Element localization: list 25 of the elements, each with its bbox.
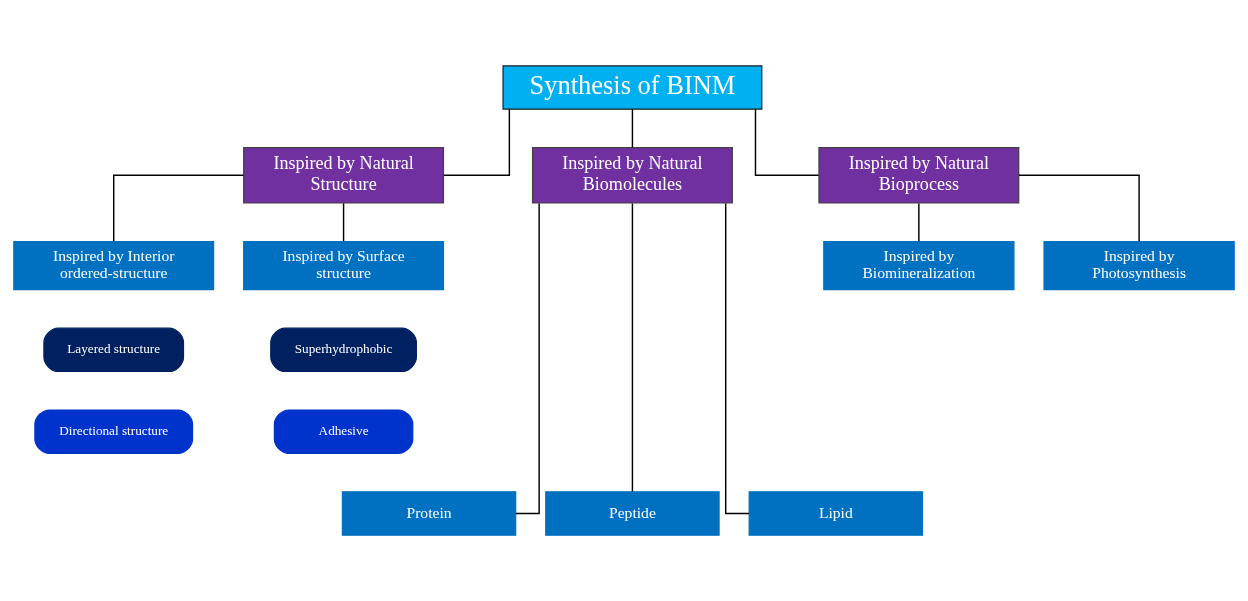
node-box: Superhydrophobic — [270, 327, 417, 373]
node-box: Inspired by Natural Biomolecules — [531, 147, 733, 204]
node-box: Inspired by Biomineralization — [823, 240, 1015, 291]
node-box: Layered structure — [43, 327, 185, 373]
node-box: Inspired by Interior ordered-structure — [13, 240, 215, 291]
node-box: Directional structure — [34, 409, 194, 454]
connector — [725, 202, 750, 515]
node-box: Adhesive — [273, 409, 414, 454]
connector — [631, 108, 634, 149]
node-box: Peptide — [545, 491, 720, 536]
connector — [113, 174, 245, 243]
connector — [443, 108, 511, 177]
node-box: Inspired by Natural Structure — [243, 147, 445, 204]
connector — [515, 202, 540, 515]
connector — [754, 108, 820, 177]
connector — [342, 202, 345, 243]
connector — [918, 202, 920, 243]
connector — [1018, 174, 1140, 243]
connector — [631, 202, 634, 493]
node-box: Protein — [341, 491, 517, 536]
node-box: Inspired by Natural Bioprocess — [818, 147, 1020, 204]
node-box: Inspired by Surface structure — [243, 240, 445, 291]
node-box: Lipid — [748, 491, 924, 536]
node-box: Synthesis of BINM — [502, 65, 763, 110]
node-box: Inspired by Photosynthesis — [1043, 240, 1235, 291]
